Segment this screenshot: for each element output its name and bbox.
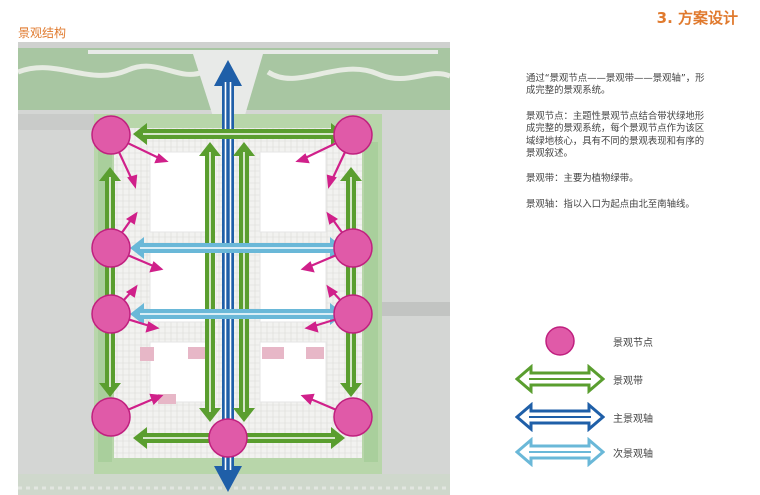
- landscape-node: [208, 418, 248, 458]
- description-intro: 通过“景观节点——景观带——景观轴”，形成完整的景观系统。: [526, 73, 705, 97]
- landscape-node: [333, 228, 373, 268]
- site-plan: [18, 42, 450, 495]
- belt-arrow-vertical: [199, 142, 221, 422]
- description-axis: 景观轴：指以入口为起点由北至南轴线。: [526, 198, 695, 210]
- page-title: 3. 方案设计: [656, 9, 738, 27]
- legend-label: 景观节点: [613, 337, 653, 349]
- legend-item-secondary-axis: 次景观轴: [515, 437, 653, 467]
- belt-arrow-vertical: [99, 167, 121, 397]
- description-belt: 景观带：主要为植物绿带。: [526, 173, 639, 185]
- landscape-node: [333, 115, 373, 155]
- belt-arrow-vertical: [233, 142, 255, 422]
- legend-node-icon: [545, 326, 575, 356]
- legend-secondary-axis-arrow-icon: [515, 437, 605, 467]
- main-axis-arrow: [214, 60, 242, 492]
- description-panel: 通过“景观节点——景观带——景观轴”，形成完整的景观系统。 景观节点：主题性景观…: [526, 73, 711, 224]
- legend-item-node: 景观节点: [515, 326, 653, 356]
- legend-label: 次景观轴: [613, 448, 653, 460]
- legend-item-main-axis: 主景观轴: [515, 402, 653, 432]
- bottom-band: [18, 474, 450, 495]
- legend-label: 主景观轴: [613, 413, 653, 425]
- description-node: 景观节点：主题性景观节点结合带状绿地形成完整的景观系统，每个景观节点作为该区域绿…: [526, 110, 705, 160]
- secondary-axis-arrow: [130, 237, 344, 259]
- secondary-axis-arrow: [130, 303, 344, 325]
- legend-belt-arrow-icon: [515, 364, 605, 394]
- landscape-node: [91, 228, 131, 268]
- legend-label: 景观带: [613, 375, 643, 387]
- section-label: 景观结构: [18, 26, 67, 40]
- belt-arrow-vertical: [340, 167, 362, 397]
- landscape-node: [91, 115, 131, 155]
- landscape-node: [333, 397, 373, 437]
- landscape-nodes: [91, 115, 373, 458]
- legend-main-axis-arrow-icon: [515, 402, 605, 432]
- landscape-node: [333, 294, 373, 334]
- landscape-node: [91, 294, 131, 334]
- legend-item-belt: 景观带: [515, 364, 643, 394]
- belt-arrow-horizontal: [133, 123, 345, 145]
- building-block: [259, 151, 327, 233]
- landscape-node: [91, 397, 131, 437]
